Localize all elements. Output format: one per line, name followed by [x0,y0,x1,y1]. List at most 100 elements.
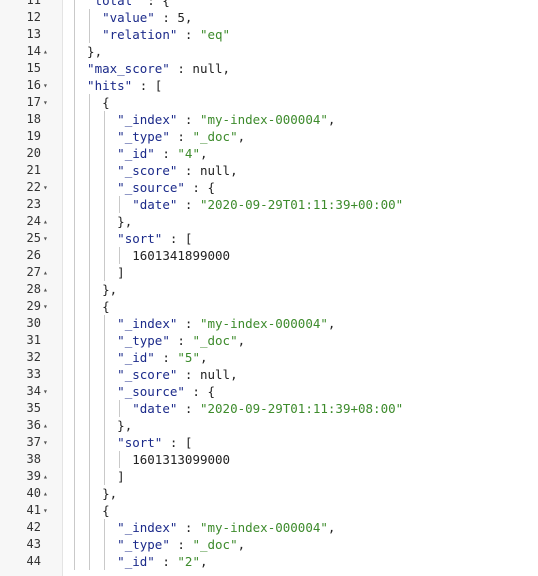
caret-up-icon[interactable]: ▴ [43,268,48,277]
code-text: }, [87,43,102,60]
caret-down-icon[interactable]: ▾ [43,81,48,90]
indent-guide [104,196,106,213]
caret-down-icon[interactable]: ▾ [43,302,48,311]
code-text: { [102,94,110,111]
json-key: "_score" [117,163,178,178]
line-number: 11 [26,0,41,7]
indent-guide [104,400,106,417]
code-line: 24▴}, [0,213,538,230]
json-punctuation: { [102,503,110,518]
line-number: 23 [26,197,41,211]
indent-guide [119,196,121,213]
code-text: }, [102,485,117,502]
code-text: ] [117,468,125,485]
indent-guide [104,230,106,247]
json-string: "my-index-000004" [199,112,328,127]
json-key: "_type" [117,333,170,348]
code-line: 16▾"hits" : [ [0,77,538,94]
indent-guide [89,485,91,502]
json-number: 1601341899000 [132,248,231,263]
code-text: ] [117,264,125,281]
code-line: 33"_score" : null, [0,366,538,383]
indent-guide [74,196,75,213]
indent-guide [104,468,106,485]
json-punctuation: : [154,350,178,365]
code-line: 19"_type" : "_doc", [0,128,538,145]
indent-guide [74,9,75,26]
line-number: 19 [26,129,41,143]
code-text: "date" : "2020-09-29T01:11:39+08:00" [132,400,403,417]
json-punctuation: ] [117,469,125,484]
line-number: 37 [26,435,41,449]
indent-guide [89,349,91,366]
json-punctuation: : [169,333,193,348]
json-key: "_index" [117,112,178,127]
indent-guide [74,179,75,196]
indent-guide [104,383,106,400]
json-punctuation: , [199,554,208,569]
indent-guide [119,400,121,417]
line-number: 42 [26,520,41,534]
indent-guide [74,213,75,230]
json-punctuation: , [327,112,336,127]
code-line: 14▴}, [0,43,538,60]
indent-guide [104,417,106,434]
code-text: "_source" : { [117,179,215,196]
indent-guide [89,264,91,281]
caret-up-icon[interactable]: ▴ [43,421,48,430]
json-string: "my-index-000004" [199,520,328,535]
caret-down-icon[interactable]: ▾ [43,98,48,107]
code-line: 13"relation" : "eq" [0,26,538,43]
caret-down-icon[interactable]: ▾ [43,387,48,396]
indent-guide [74,162,75,179]
indent-guide [104,213,106,230]
indent-guide [74,264,75,281]
caret-up-icon[interactable]: ▴ [43,217,48,226]
code-line: 43"_type" : "_doc", [0,536,538,553]
json-punctuation: : [169,129,193,144]
json-punctuation: : { [139,0,170,8]
indent-guide [89,519,91,536]
caret-up-icon[interactable]: ▴ [43,489,48,498]
indent-guide [74,43,75,60]
json-punctuation: , [199,146,208,161]
code-text: 1601341899000 [132,247,230,264]
code-line: 37▾"sort" : [ [0,434,538,451]
indent-guide [74,60,75,77]
code-text: "date" : "2020-09-29T01:11:39+00:00" [132,196,403,213]
line-number: 39 [26,469,41,483]
caret-down-icon[interactable]: ▾ [43,234,48,243]
indent-guide [89,434,91,451]
indent-guide [104,128,106,145]
caret-up-icon[interactable]: ▴ [43,472,48,481]
code-line: 20"_id" : "4", [0,145,538,162]
code-line: 44"_id" : "2", [0,553,538,570]
indent-guide [74,519,75,536]
indent-guide [89,315,91,332]
indent-guide [89,451,91,468]
json-punctuation: : null, [177,163,238,178]
json-punctuation: : [154,146,178,161]
caret-down-icon[interactable]: ▾ [43,506,48,515]
json-string: "_doc" [192,537,238,552]
code-line: 32"_id" : "5", [0,349,538,366]
caret-down-icon[interactable]: ▾ [43,183,48,192]
line-number: 27 [26,265,41,279]
indent-guide [74,434,75,451]
indent-guide [74,315,75,332]
caret-up-icon[interactable]: ▴ [43,285,48,294]
json-punctuation: : [177,401,200,416]
json-key: "_source" [117,180,185,195]
indent-guide [74,451,75,468]
caret-down-icon[interactable]: ▾ [43,438,48,447]
caret-up-icon[interactable]: ▴ [43,47,48,56]
line-number: 36 [26,418,41,432]
line-number: 24 [26,214,41,228]
indent-guide [104,451,106,468]
json-punctuation: { [102,299,110,314]
json-punctuation: : [ [132,78,163,93]
indent-guide [89,247,91,264]
line-number-gutter [0,0,63,576]
json-punctuation: : { [184,180,216,195]
